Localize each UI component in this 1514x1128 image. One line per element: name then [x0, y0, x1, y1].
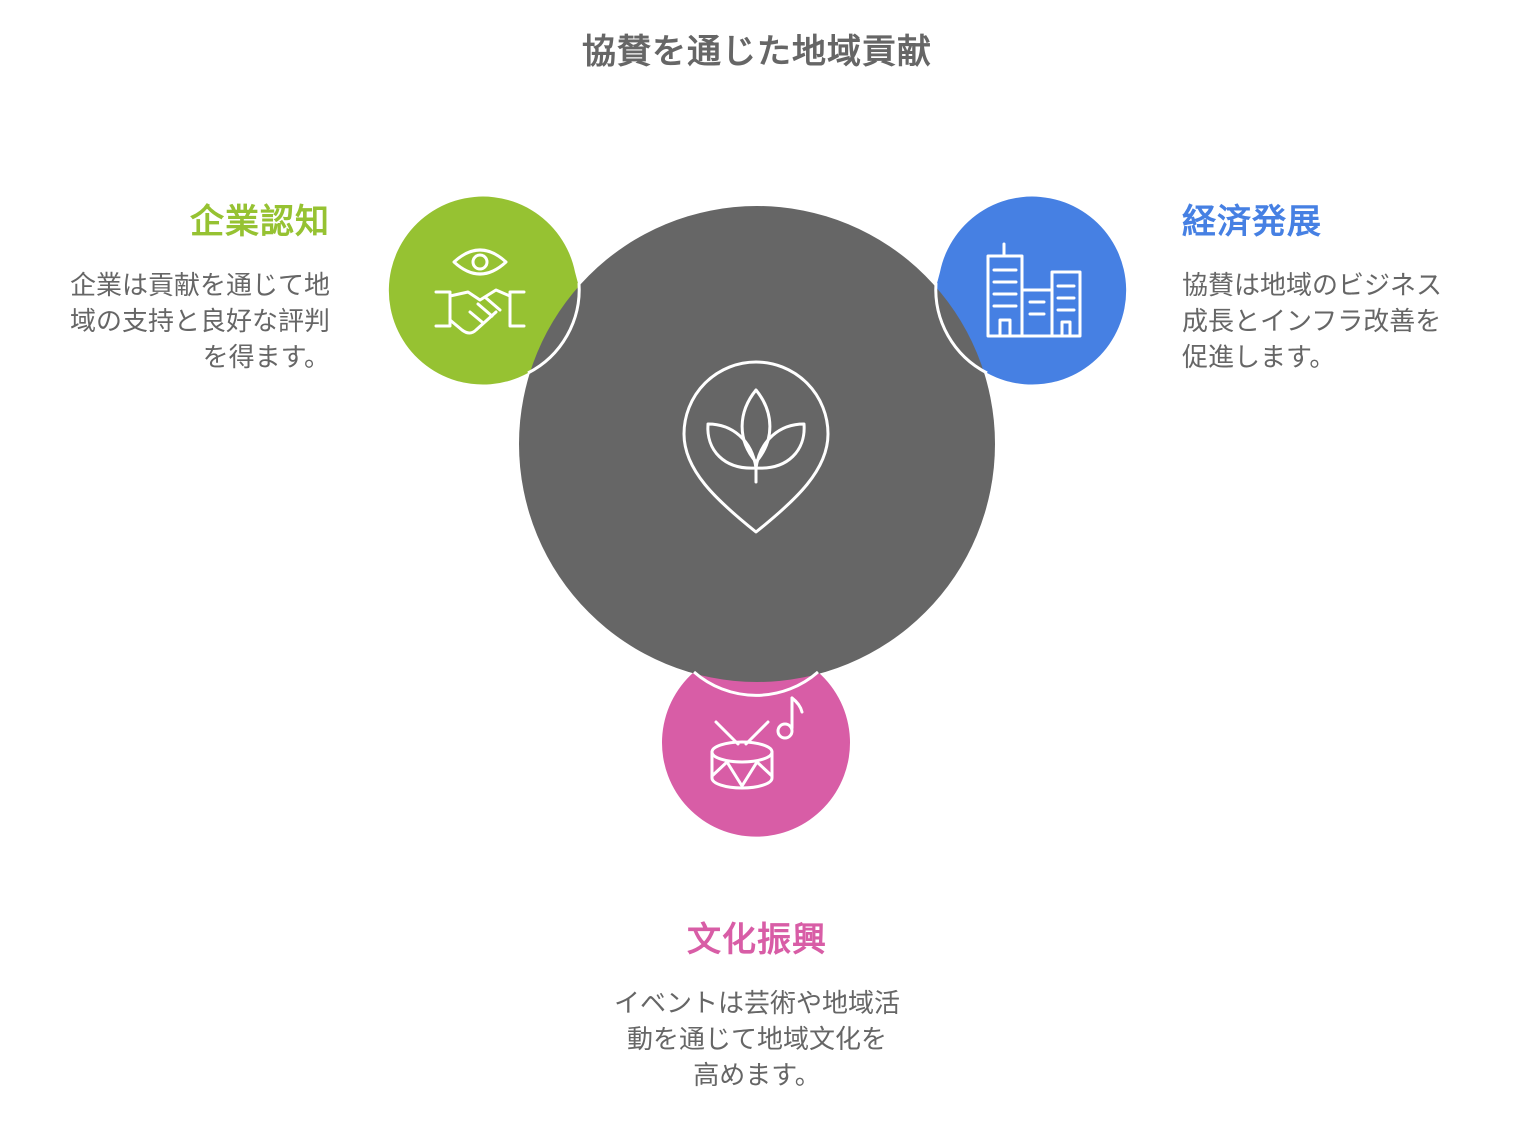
office-buildings-icon: [986, 242, 1082, 338]
center-circle: [519, 206, 995, 682]
leaf-sprout-icon: [682, 360, 830, 534]
heading-culture: 文化振興: [687, 920, 827, 960]
heading-awareness: 企業認知: [190, 202, 330, 242]
drum-music-note-icon: [710, 696, 804, 790]
overlap-separators: [527, 282, 988, 697]
description-economy: 協賛は地域のビジネス 成長とインフラ改善を 促進します。: [1182, 271, 1443, 373]
separator-economy: [934, 282, 988, 375]
separator-culture: [693, 670, 819, 697]
heading-economy: 経済発展: [1182, 202, 1322, 242]
description-awareness: 企業は貢献を通じて地 域の支持と良好な評判 を得ます。: [69, 271, 330, 373]
eye-handshake-icon: [434, 248, 526, 335]
diagram-title: 協賛を通じた地域貢献: [582, 32, 932, 72]
description-culture: イベントは芸術や地域活 動を通じて地域文化を 高めます。: [613, 989, 900, 1091]
separator-awareness: [527, 282, 581, 375]
